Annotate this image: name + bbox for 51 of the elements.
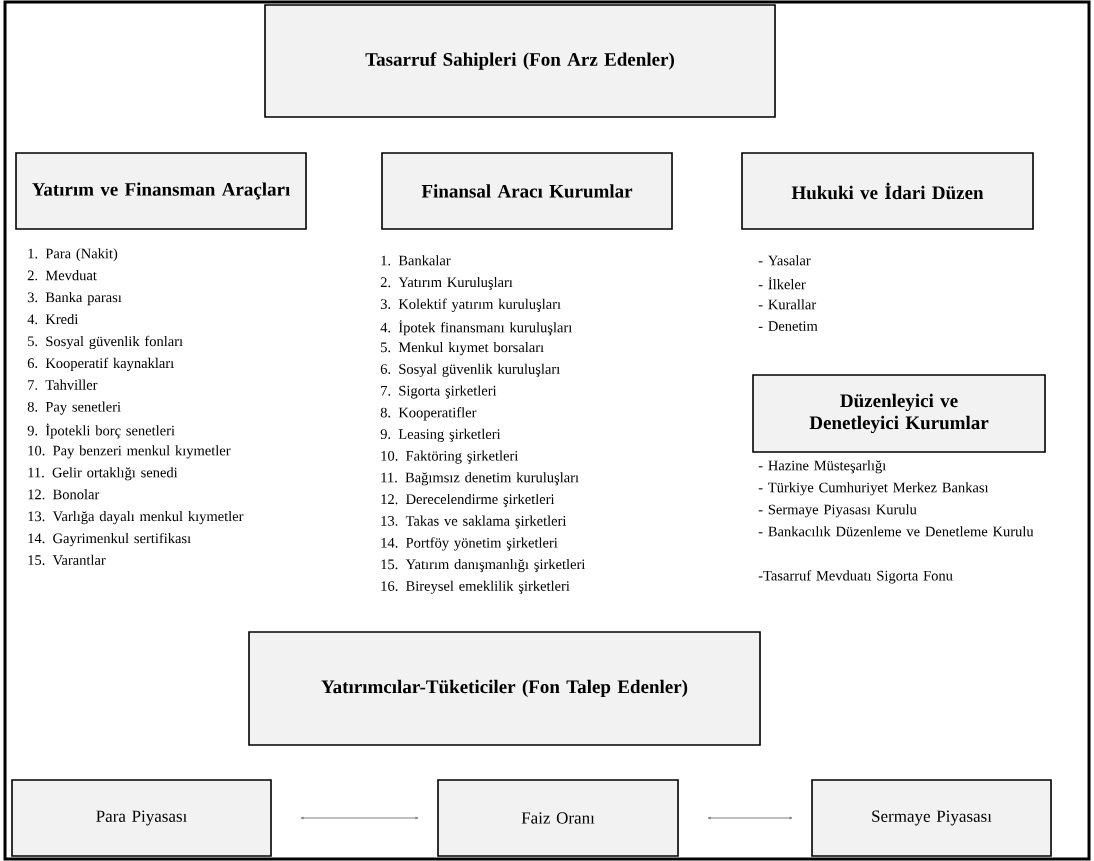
list-item: -Tasarruf Mevduatı Sigorta Fonu: [758, 570, 953, 584]
list-item: 4. Kredi: [27, 313, 79, 325]
list-item: 8. Kooperatifler: [380, 407, 477, 421]
list-item: 10. Pay benzeri menkul kıymetler: [28, 445, 231, 459]
list-item: 1. Para (Nakit): [28, 248, 118, 262]
list-item: 1. Bankalar: [381, 255, 451, 266]
list-item: 16. Bireysel emeklilik şirketleri: [381, 580, 570, 594]
list-item: 5. Sosyal güvenlik fonları: [28, 335, 183, 350]
list-item: 11. Bağımsız denetim kuruluşları: [381, 472, 579, 486]
list-item: 7. Sigorta şirketleri: [381, 385, 497, 399]
list-item: 15. Yatırım danışmanlığı şirketleri: [381, 559, 586, 573]
list-item: 8. Pay senetleri: [27, 401, 121, 415]
list-item: 6. Sosyal güvenlik kuruluşları: [380, 363, 560, 377]
list-item: - Yasalar: [758, 255, 811, 266]
list-item: - Türkiye Cumhuriyet Merkez Bankası: [758, 482, 989, 496]
list-item: - Sermaye Piyasası Kurulu: [758, 504, 917, 518]
list-item: 9. Leasing şirketleri: [380, 428, 501, 442]
list-item: 11. Gelir ortaklığı senedi: [28, 467, 178, 481]
list-item: 14. Gayrimenkul sertifikası: [28, 532, 191, 547]
heading-box: Hukuki ve İdari Düzen: [741, 152, 1034, 230]
heading-box: Yatırım ve Finansman Araçları: [15, 152, 307, 230]
list-item: - Kurallar: [758, 299, 817, 310]
list-item: 10. Faktöring şirketleri: [381, 450, 519, 464]
list-item: - Bankacılık Düzenleme ve Denetleme Kurulu: [758, 526, 1034, 537]
heading-box: Sermaye Piyasası: [811, 779, 1052, 857]
list-item: 13. Varlığa dayalı menkul kıymetler: [28, 511, 244, 525]
list-item: 12. Bonolar: [28, 489, 100, 500]
list-item: 7. Tahviller: [28, 379, 98, 390]
heading-box: Tasarruf Sahipleri (Fon Arz Edenler): [264, 4, 776, 118]
heading-box: Yatırımcılar-Tüketiciler (Fon Talep Edenler): [248, 631, 761, 746]
list-item: 14. Portföy yönetim şirketleri: [381, 537, 558, 551]
list-item: 3. Kolektif yatırım kuruluşları: [380, 298, 561, 312]
list-item: 9. İpotekli borç senetleri: [27, 423, 175, 439]
heading-box: Finansal Aracı Kurumlar: [381, 152, 673, 230]
heading-box: Para Piyasası: [11, 779, 272, 857]
list-item: 2. Mevduat: [27, 270, 97, 281]
list-item: 13. Takas ve saklama şirketleri: [381, 515, 567, 529]
list-item: - Denetim: [758, 321, 818, 331]
list-item: 5. Menkul kıymet borsaları: [381, 342, 544, 356]
list-item: 15. Varantlar: [28, 554, 106, 566]
heading-box: Faiz Oranı: [437, 779, 679, 857]
double-arrow: [707, 816, 793, 820]
list-item: 6. Kooperatif kaynakları: [27, 357, 174, 371]
double-arrow: [300, 816, 419, 820]
list-item: 4. İpotek finansmanı kuruluşları: [380, 320, 572, 336]
list-item: - İlkeler: [758, 277, 806, 290]
heading-box: Düzenleyici ve Denetleyici Kurumlar: [752, 374, 1046, 453]
list-item: - Hazine Müsteşarlığı: [758, 460, 886, 474]
list-item: 2. Yatırım Kuruluşları: [380, 276, 513, 291]
list-item: 3. Banka parası: [27, 292, 122, 306]
list-item: 12. Derecelendirme şirketleri: [381, 493, 555, 508]
